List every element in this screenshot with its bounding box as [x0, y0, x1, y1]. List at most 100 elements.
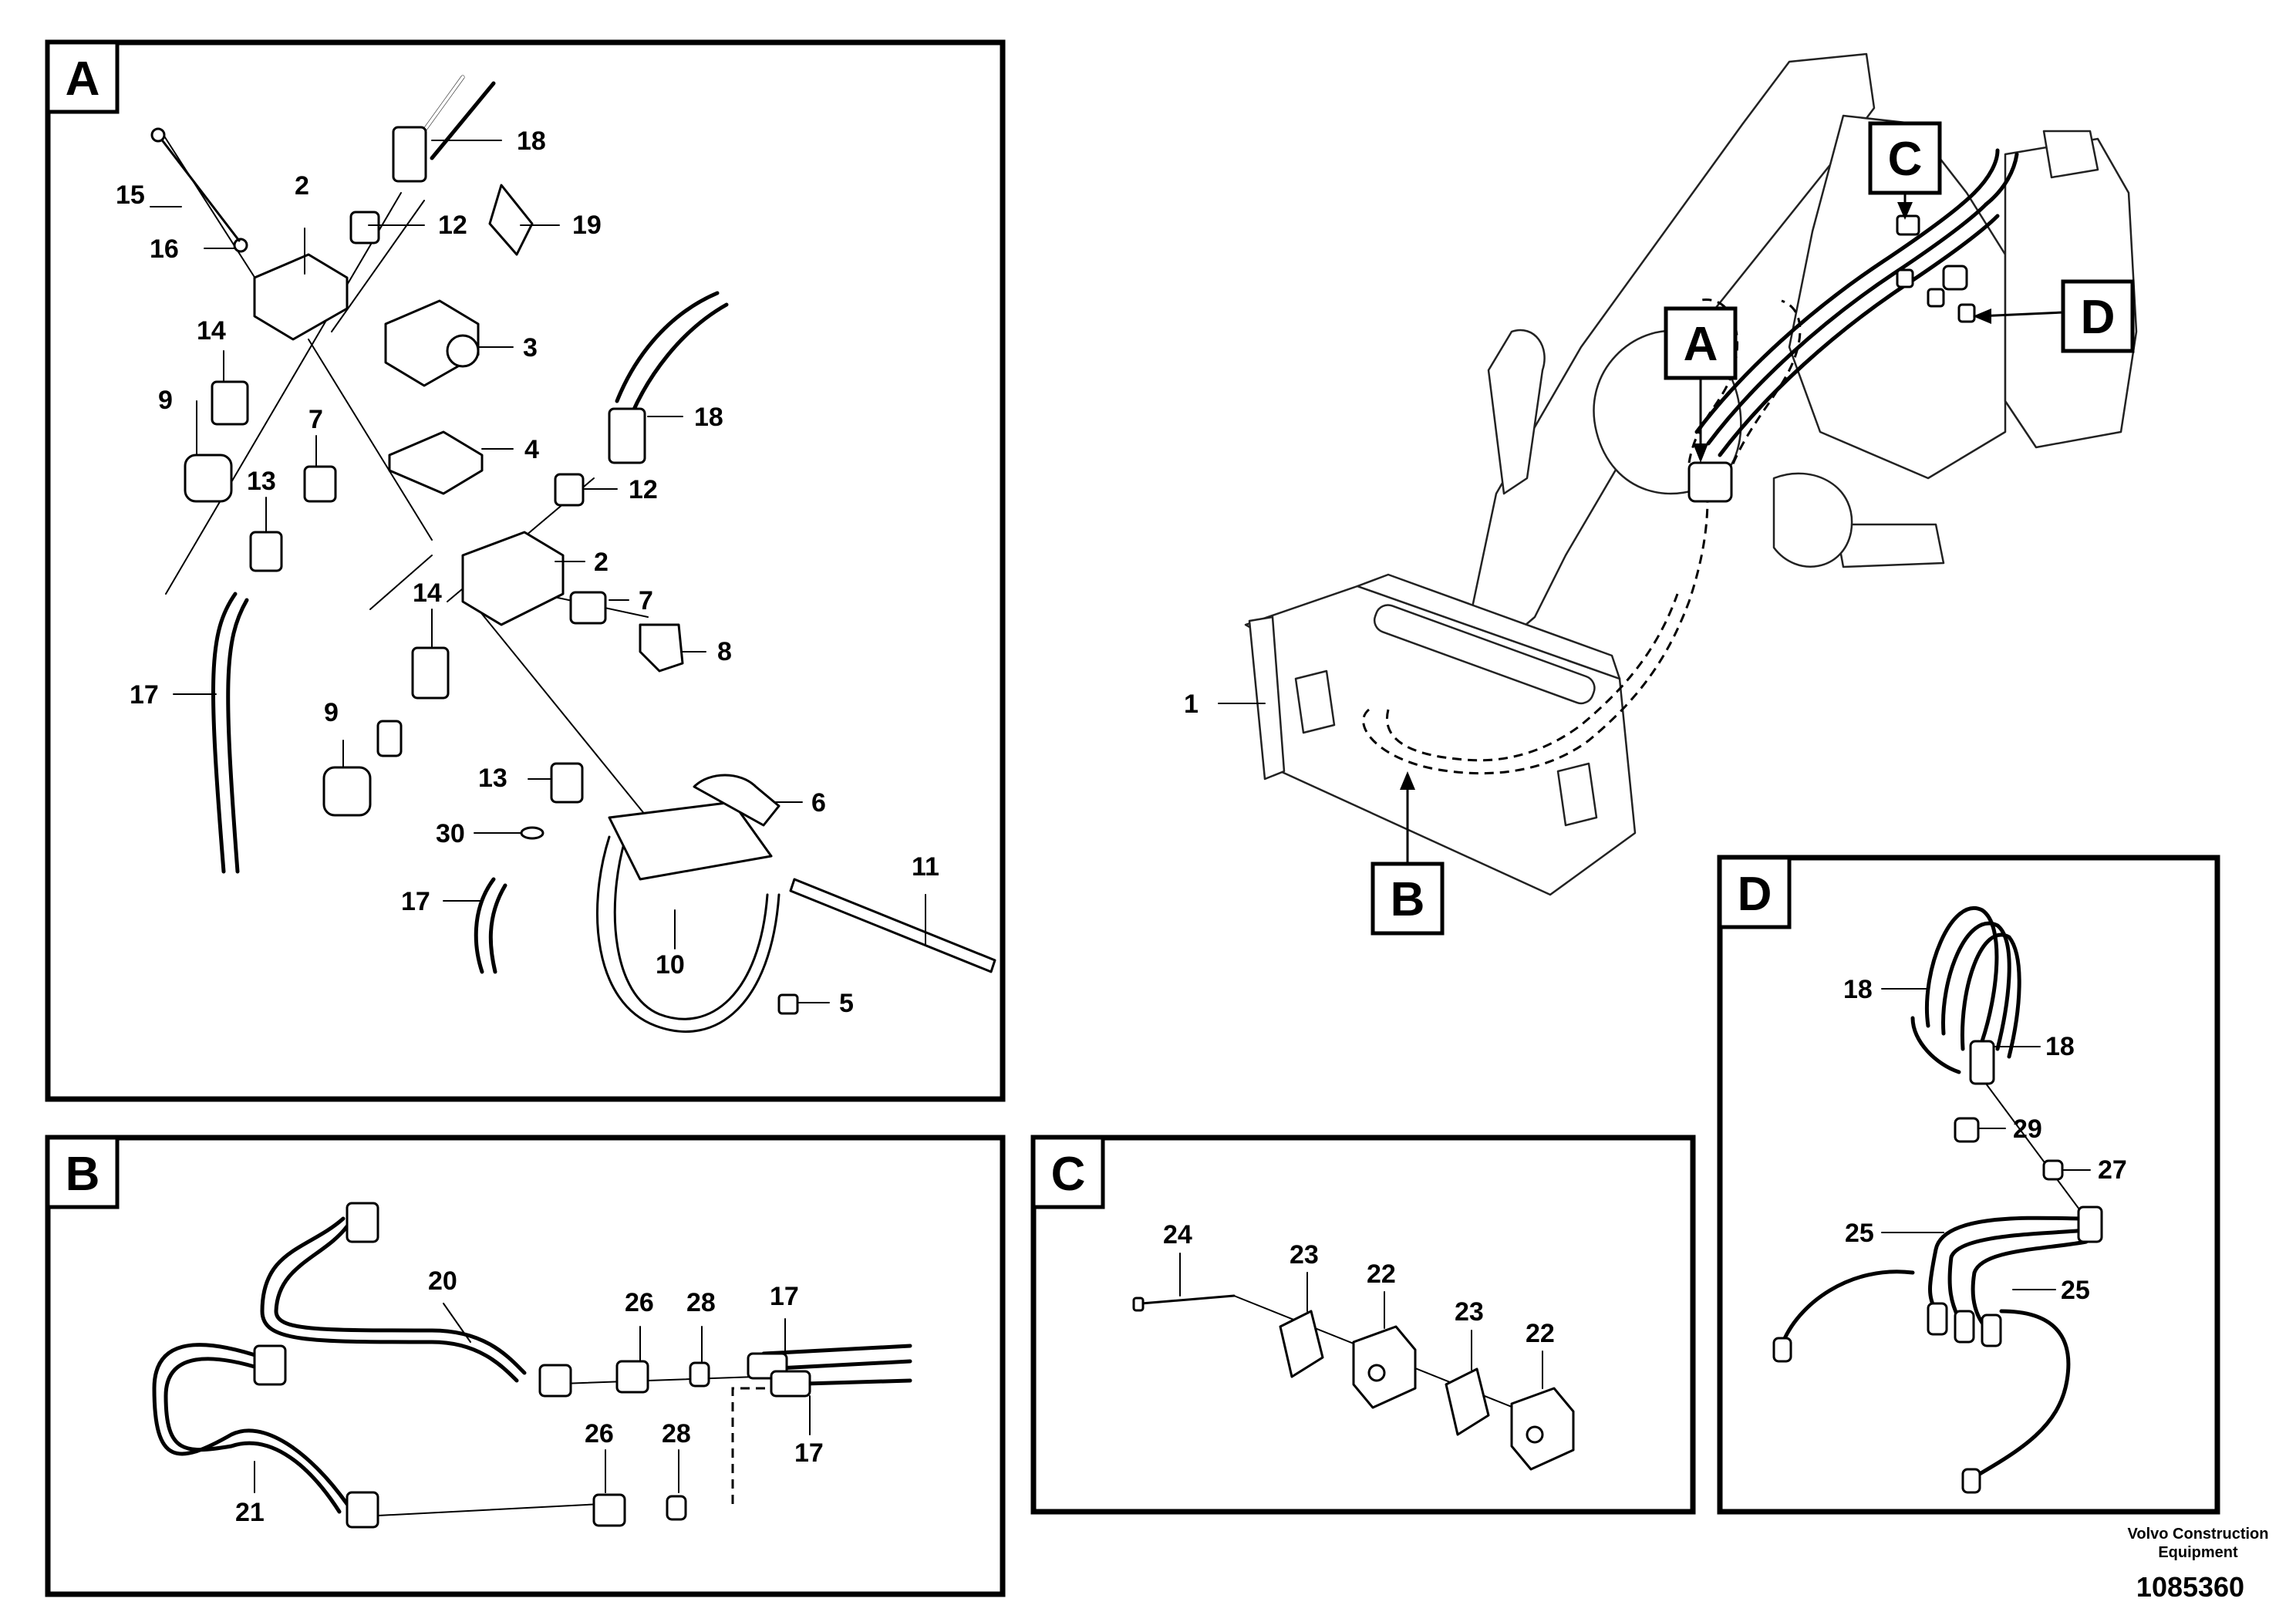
callout-a-2-top: 2	[295, 171, 309, 201]
panel-d-tag-box	[1718, 855, 1792, 929]
overview-callout-1: 1	[1184, 690, 1199, 719]
plate-23-left	[1279, 1310, 1324, 1378]
hose-21	[152, 1343, 349, 1506]
callout-c-22-right: 22	[1526, 1319, 1555, 1348]
callout-d-25-lower: 25	[2061, 1276, 2090, 1305]
clamp-c-location	[1896, 214, 1920, 236]
hose-end-18-lower	[608, 407, 646, 464]
panel-d: D 18 18 29 27 25	[1717, 855, 2220, 1515]
panel-d-leaders	[1881, 988, 2091, 1290]
callout-a-19: 19	[572, 211, 602, 240]
footer: Volvo Construction Equipment 1085360	[2128, 1526, 2269, 1603]
footer-company-line1: Volvo Construction	[2128, 1526, 2269, 1543]
callout-a-18-top: 18	[517, 126, 546, 156]
callout-a-17-low: 17	[401, 887, 430, 916]
callout-a-12-mid: 12	[629, 475, 658, 504]
callout-a-5: 5	[839, 989, 854, 1018]
callout-a-8: 8	[717, 637, 732, 666]
overview-tag-d: D	[2081, 291, 2116, 344]
block-22-left	[1352, 1325, 1417, 1409]
seal-30	[520, 826, 544, 840]
callout-b-28-upper: 28	[686, 1288, 716, 1317]
panel-a-tag-box	[46, 40, 120, 114]
callout-c-24: 24	[1163, 1220, 1192, 1249]
nipple-12-lower	[554, 473, 585, 507]
cap-9-lower	[322, 766, 372, 817]
panel-c-tag: C	[1051, 1148, 1086, 1201]
callout-b-17-upper: 17	[770, 1282, 799, 1311]
plate-10	[608, 801, 773, 881]
callout-a-12-top: 12	[438, 211, 467, 240]
callout-d-18-right: 18	[2045, 1032, 2075, 1061]
block-2-lower	[461, 531, 565, 626]
clamp-d-location	[1942, 265, 1968, 291]
nut-5	[777, 993, 799, 1015]
hose-18-loop	[1925, 906, 1999, 1044]
nipple-14-lower	[411, 646, 450, 700]
plate-23-right	[1445, 1367, 1490, 1436]
arm-hose-bundle	[1694, 191, 1977, 434]
callout-a-3: 3	[523, 333, 538, 363]
rod-11	[789, 878, 996, 973]
callout-a-18-mid: 18	[694, 403, 723, 432]
overview-tag-c-box	[1868, 121, 1942, 195]
callout-b-20: 20	[428, 1266, 457, 1296]
panel-c-leaders	[1179, 1253, 1543, 1389]
callout-a-16: 16	[150, 234, 179, 264]
callout-c-23-right: 23	[1455, 1297, 1484, 1327]
nipple-12-upper	[349, 211, 380, 244]
adapter-26-upper	[615, 1360, 649, 1394]
panel-b: B 20 26 2	[45, 1135, 1006, 1597]
overview-tag-a-box	[1664, 306, 1738, 380]
panel-a-tag: A	[66, 52, 100, 106]
callout-c-23-left: 23	[1290, 1240, 1319, 1270]
callout-a-7-top: 7	[308, 405, 323, 434]
overview-tag-a: A	[1684, 318, 1718, 371]
callout-b-17-lower: 17	[794, 1438, 824, 1468]
callout-d-25-upper: 25	[1845, 1219, 1874, 1248]
cap-9-upper	[184, 454, 233, 503]
seal-28-lower	[666, 1495, 687, 1521]
nipple-7-upper	[303, 465, 337, 503]
callout-a-6: 6	[811, 788, 826, 818]
bolt-24	[1140, 1294, 1236, 1305]
panel-c-callouts: 24 23 22 23 22	[1163, 1220, 1555, 1348]
rod-15	[157, 133, 241, 242]
panel-a: A	[45, 39, 1006, 1102]
bracket-6	[693, 774, 781, 827]
fitting-13-lower	[550, 762, 584, 804]
callout-d-27: 27	[2098, 1155, 2127, 1185]
adapter-26-lower	[592, 1493, 626, 1527]
panel-b-callouts: 20 26 28 17 17 26 28 21	[235, 1266, 824, 1527]
callout-a-14-top: 14	[197, 316, 226, 346]
panel-d-tag: D	[1738, 868, 1772, 921]
nipple-14-upper	[211, 380, 249, 426]
hose-25-upper	[1928, 1216, 2089, 1313]
callout-a-14-mid: 14	[413, 578, 442, 608]
strap-10	[595, 835, 781, 1034]
drawing-number: 1085360	[2136, 1571, 2244, 1603]
hose-end-18-d	[1969, 1040, 1995, 1085]
overview-tag-d-box	[2061, 279, 2135, 353]
callout-d-29: 29	[2013, 1114, 2042, 1144]
callout-c-22-left: 22	[1367, 1259, 1396, 1289]
callout-a-4: 4	[524, 435, 539, 464]
hose-25-right	[1972, 1309, 2071, 1479]
callout-a-9-top: 9	[158, 386, 173, 415]
callout-d-18-left: 18	[1843, 975, 1873, 1004]
callout-a-9-low: 9	[324, 698, 339, 727]
callout-a-30: 30	[436, 819, 465, 848]
callout-b-26-upper: 26	[625, 1288, 654, 1317]
panel-b-tag: B	[66, 1148, 100, 1201]
hose-end-18-upper	[392, 126, 427, 183]
overview-machine: A C D B 1	[1184, 52, 2138, 936]
fitting-13-upper	[249, 531, 283, 572]
valve-block-a-location	[1687, 461, 1733, 503]
callout-b-28-lower: 28	[662, 1419, 691, 1448]
overview-tags: A C D B 1	[1184, 121, 2135, 936]
hose-25-left	[1779, 1270, 1915, 1348]
block-22-right	[1510, 1387, 1575, 1471]
callout-a-17-left: 17	[130, 680, 159, 710]
callout-a-15: 15	[116, 180, 145, 210]
